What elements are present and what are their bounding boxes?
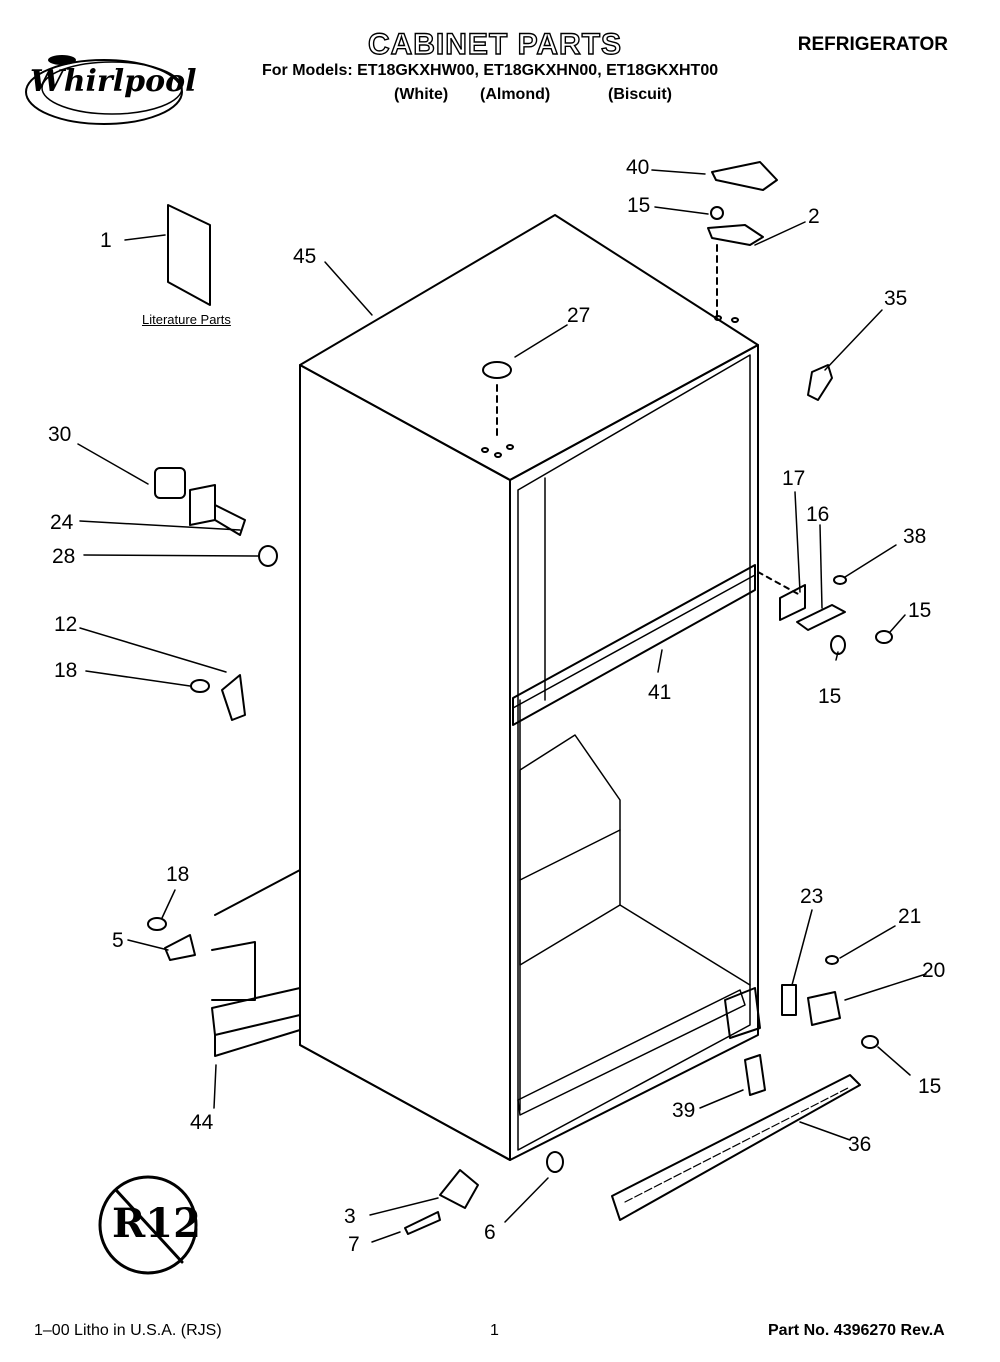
callout-18-upper: 18 [54, 659, 78, 682]
whirlpool-logo: Whirlpool [22, 40, 202, 130]
part-41-rail [512, 564, 756, 726]
callout-15-bottom: 15 [918, 1075, 942, 1098]
callout-24: 24 [50, 511, 74, 534]
part-44-toe-bracket [211, 987, 301, 1057]
leader-lines [77, 169, 927, 1243]
r12-badge [98, 1175, 198, 1275]
callout-38: 38 [903, 525, 927, 548]
part-2-top-hinge [707, 224, 764, 246]
callout-15-top: 15 [627, 194, 651, 217]
callout-27: 27 [567, 304, 591, 327]
cabinet-shell [299, 214, 759, 1161]
callout-7: 7 [348, 1233, 360, 1256]
finish-white: (White) [394, 86, 449, 103]
callout-30: 30 [48, 423, 72, 446]
callout-17: 17 [782, 467, 806, 490]
part-3-leveler [439, 1169, 479, 1209]
callout-12: 12 [54, 613, 78, 636]
part-44-edge [214, 869, 301, 916]
part-18-screw-lower [147, 917, 167, 931]
part-21-washer [825, 955, 839, 965]
finish-almond: (Almond) [480, 86, 551, 103]
part-15-screw-mid [875, 630, 893, 644]
part-hinge-bracket-frame [724, 987, 761, 1039]
part-38-washer [833, 575, 847, 585]
callout-39: 39 [672, 1099, 696, 1122]
part-16-center-hinge [796, 604, 846, 631]
part-44-bracket-upper [211, 941, 256, 1001]
finish-biscuit: (Biscuit) [608, 86, 672, 103]
part-7-screw [404, 1211, 441, 1235]
part-20-bottom-hinge [807, 991, 841, 1026]
part-30-bezel [154, 467, 186, 499]
part-28-nut [258, 545, 278, 567]
callout-44: 44 [190, 1111, 214, 1134]
part-40-hinge-cover [711, 161, 778, 191]
literature-parts-label: Literature Parts [142, 312, 231, 327]
callout-2: 2 [808, 205, 820, 228]
callout-16: 16 [806, 503, 830, 526]
footer-part-number: Part No. 4396270 Rev.A [768, 1322, 945, 1339]
part-24-stud [189, 484, 246, 536]
callout-41: 41 [648, 681, 672, 704]
part-17-spacer [779, 584, 806, 621]
callout-1: 1 [100, 229, 112, 252]
part-6-screw [546, 1151, 564, 1173]
part-35-cap [807, 364, 833, 401]
part-23-shim [781, 984, 797, 1016]
r12-badge-label: R12 [112, 1200, 201, 1247]
callout-15-mid-lower: 15 [818, 685, 842, 708]
part-18-screw [190, 679, 210, 693]
page-title: CABINET PARTS [367, 27, 623, 61]
callout-5: 5 [112, 929, 124, 952]
callout-36: 36 [848, 1133, 872, 1156]
callout-40: 40 [626, 156, 650, 179]
callout-20: 20 [922, 959, 946, 982]
footer-litho: 1–00 Litho in U.S.A. (RJS) [34, 1322, 222, 1339]
callout-3: 3 [344, 1205, 356, 1228]
brand-name: Whirlpool [30, 64, 197, 99]
callout-6: 6 [484, 1221, 496, 1244]
callout-35: 35 [884, 287, 908, 310]
part-12-bracket [221, 674, 246, 721]
part-36-grille [611, 1074, 861, 1221]
callout-15-mid-right: 15 [908, 599, 932, 622]
callout-45: 45 [293, 245, 317, 268]
model-list: For Models: ET18GKXHW00, ET18GKXHN00, ET… [262, 62, 719, 79]
part-5-hinge-left [164, 934, 196, 961]
part-15-screw-bottom [861, 1035, 879, 1049]
part-27-plug [482, 361, 512, 379]
callout-28: 28 [52, 545, 76, 568]
appliance-type: REFRIGERATOR [797, 34, 948, 55]
part-39-clip [744, 1054, 766, 1096]
whirlpool-swirl-icon [25, 55, 183, 125]
footer-page-number: 1 [490, 1322, 499, 1339]
callout-18-lower: 18 [166, 863, 190, 886]
part-1-literature [167, 204, 211, 306]
callout-21: 21 [898, 905, 922, 928]
callout-23: 23 [800, 885, 824, 908]
part-15-screw-top [710, 206, 724, 220]
